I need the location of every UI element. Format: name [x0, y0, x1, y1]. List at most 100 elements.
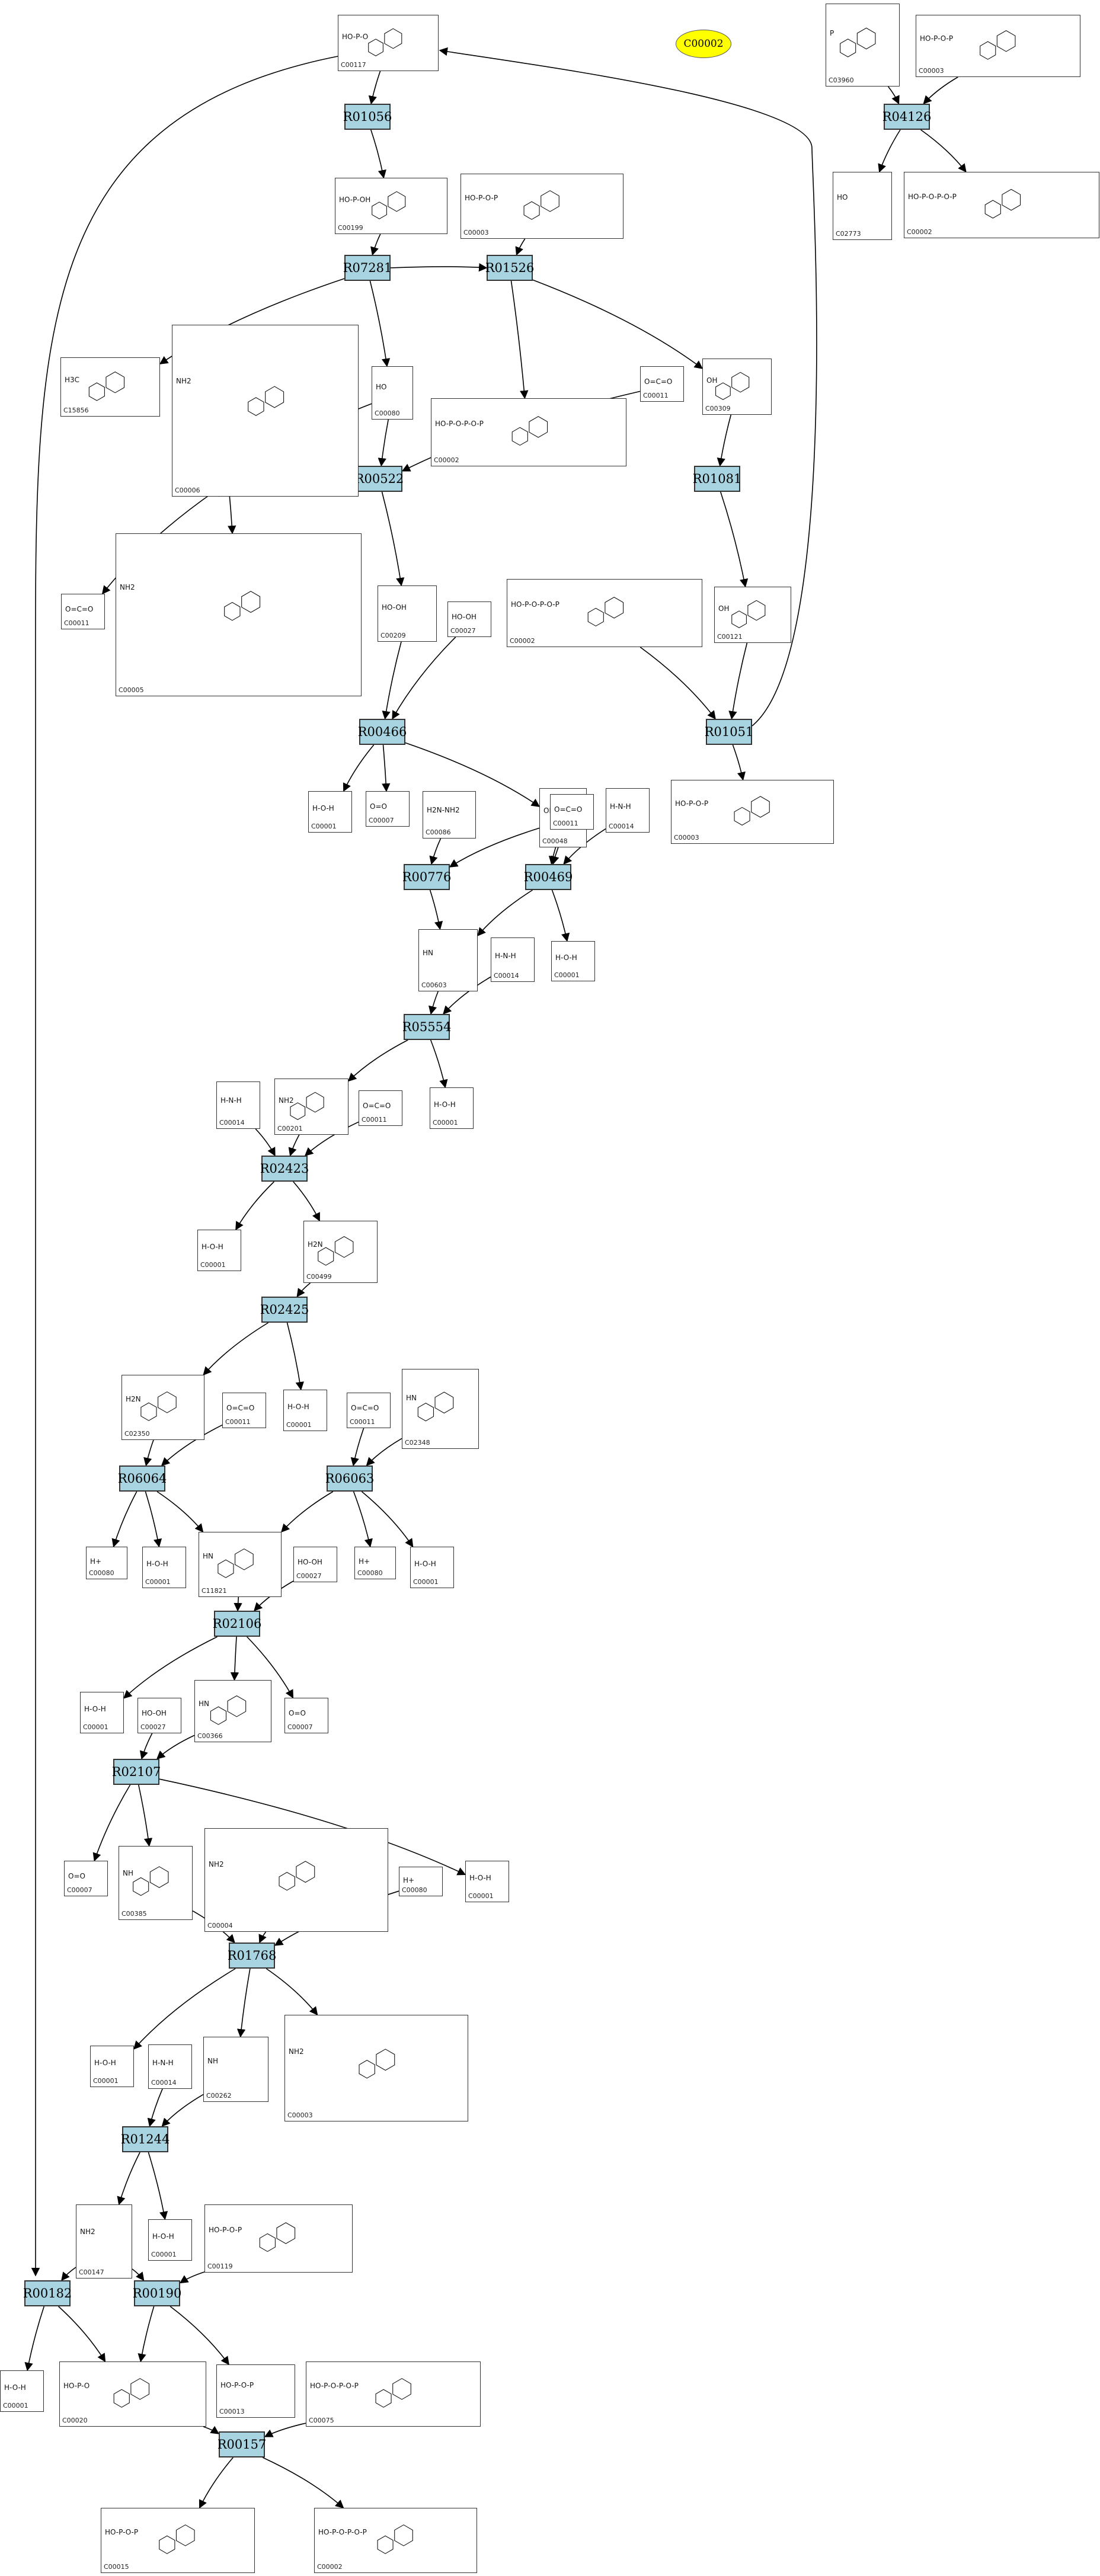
structure-drawing	[279, 1861, 315, 1891]
pathway-arrow	[31, 56, 338, 2277]
structure-formula-text: H+	[359, 1557, 370, 1566]
pathway-arrow	[639, 647, 716, 720]
reaction-node[interactable]: R01056	[343, 104, 392, 130]
reaction-node[interactable]: R05554	[402, 1014, 451, 1040]
reaction-node[interactable]: R06063	[325, 1465, 374, 1492]
compound-id-label: C00147	[79, 2268, 104, 2276]
reaction-node[interactable]: R01081	[693, 466, 741, 492]
reaction-node[interactable]: R01051	[705, 719, 753, 745]
compound-node[interactable]: H+C00080	[86, 1547, 127, 1579]
reaction-node[interactable]: R00776	[402, 864, 451, 890]
reaction-node[interactable]: R02423	[260, 1156, 309, 1182]
reaction-node[interactable]: R00157	[218, 2431, 266, 2457]
compound-node[interactable]: H+C00080	[354, 1547, 396, 1579]
compound-legend-badge[interactable]: C00002	[676, 30, 731, 58]
reaction-node[interactable]: R02106	[213, 1611, 261, 1637]
pathway-arrow	[203, 2425, 220, 2434]
compound-id-label: C00027	[296, 1572, 322, 1580]
reaction-node[interactable]: R04126	[882, 104, 931, 130]
reaction-node[interactable]: R02107	[112, 1759, 161, 1785]
reaction-node[interactable]: R01768	[228, 1943, 276, 1969]
reaction-node[interactable]: R06064	[118, 1465, 167, 1492]
reaction-node[interactable]: R00182	[23, 2280, 72, 2306]
reaction-node[interactable]: R07281	[343, 255, 392, 281]
reaction-node[interactable]: R00469	[524, 864, 573, 890]
reaction-node[interactable]: R02425	[260, 1297, 309, 1323]
compound-id-label: C00020	[62, 2417, 88, 2424]
compound-node[interactable]: H+C00080	[399, 1867, 443, 1896]
reaction-node[interactable]: R00190	[133, 2280, 181, 2306]
reaction-node[interactable]: R00466	[358, 719, 407, 745]
reaction-node[interactable]: R01244	[121, 2126, 170, 2152]
compound-id-label: C00003	[674, 834, 699, 841]
reaction-node[interactable]: R01526	[485, 255, 534, 281]
reaction-node[interactable]: R00522	[355, 466, 404, 492]
structure-formula-text: NH2	[209, 1860, 224, 1868]
